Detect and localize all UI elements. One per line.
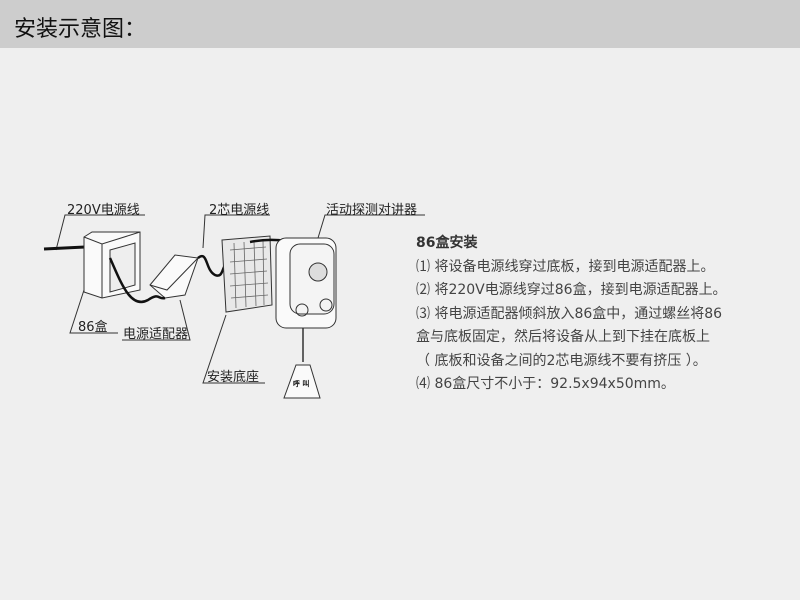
instruction-line: 盒与底板固定，然后将设备从上到下挂在底板上 <box>416 329 710 345</box>
intercom-drawing <box>275 237 337 399</box>
instruction-line: ⑶ 将电源适配器倾斜放入86盒中，通过螺丝将86 <box>416 305 723 322</box>
power-cable-220v <box>43 245 86 251</box>
instruction-line: （ 底板和设备之间的2芯电源线不要有挤压 ）。 <box>416 352 707 369</box>
adapter-drawing <box>149 254 199 299</box>
instructions: 86盒安装 ⑴ 将设备电源线穿过底板，接到电源适配器上。 ⑵ 将220V电源线穿… <box>416 232 727 397</box>
label-base: 安装底座 <box>207 370 260 385</box>
adapter-cable <box>108 257 166 304</box>
label-two-core-line: 2芯电源线 <box>209 203 270 218</box>
label-adapter: 电源适配器 <box>123 327 189 342</box>
instruction-line: ⑷ 86盒尺寸不小于：92.5x94x50mm。 <box>416 376 675 392</box>
page-title: 安装示意图： <box>14 17 147 42</box>
label-intercom: 活动探测对讲器 <box>326 203 418 218</box>
leader-lines <box>55 214 425 384</box>
instruction-line: ⑴ 将设备电源线穿过底板，接到电源适配器上。 <box>416 258 715 275</box>
header-bar: 安装示意图： <box>0 0 800 48</box>
instructions-title: 86盒安装 <box>416 235 478 251</box>
pendant-text: 呼 叫 <box>293 379 309 388</box>
label-220v-power-line: 220V电源线 <box>67 203 140 218</box>
two-core-cable <box>197 254 227 277</box>
base-plate-drawing <box>221 235 273 313</box>
instruction-line: ⑵ 将220V电源线穿过86盒，接到电源适配器上。 <box>416 282 727 298</box>
label-86-box: 86盒 <box>78 320 108 335</box>
